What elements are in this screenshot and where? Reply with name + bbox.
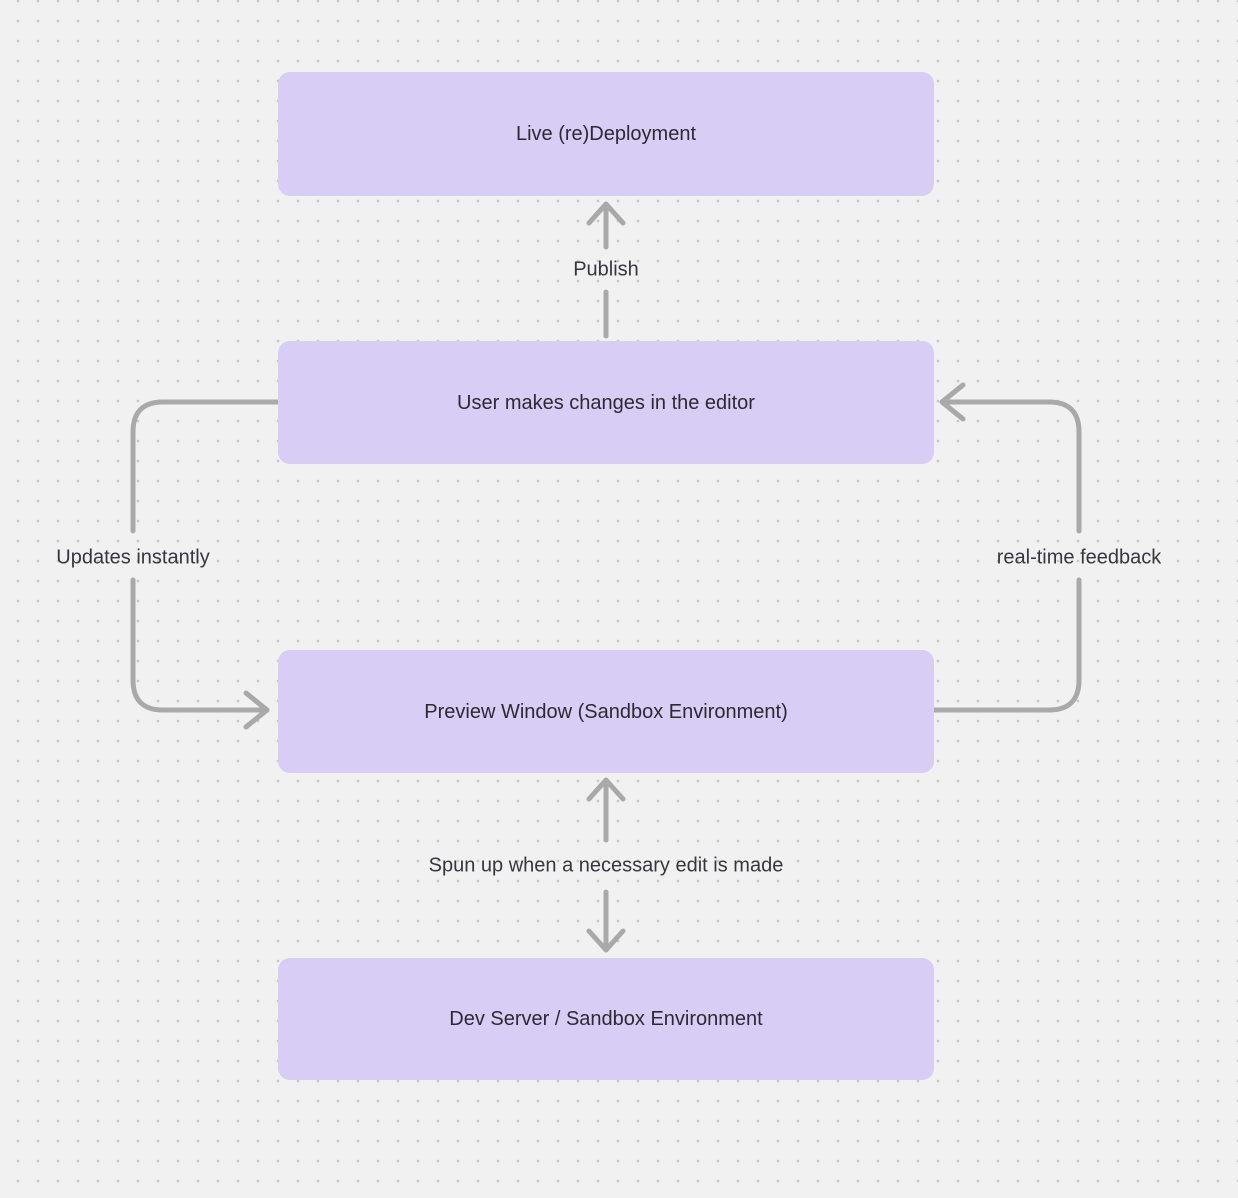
real-time-feedback-upper-segment	[945, 399, 1082, 534]
edge-label-spun-up: Spun up when a necessary edit is made	[428, 854, 784, 877]
real-time-feedback-lower-segment	[931, 577, 1082, 713]
node-label: Live (re)Deployment	[515, 123, 697, 145]
spun-up-arrowhead-up	[586, 777, 626, 802]
node-preview-window: Preview Window (Sandbox Environment)	[278, 650, 934, 773]
updates-instantly-lower-segment	[130, 577, 266, 713]
spun-up-arrowhead-down	[586, 928, 626, 953]
node-dev-server: Dev Server / Sandbox Environment	[278, 958, 934, 1080]
edge-label-real-time-feedback: real-time feedback	[996, 546, 1162, 569]
updates-instantly-arrowhead-right	[243, 690, 270, 730]
updates-instantly-upper-segment	[130, 399, 281, 534]
publish-arrowhead-up	[586, 201, 626, 226]
node-label: Dev Server / Sandbox Environment	[449, 1008, 763, 1030]
edge-label-publish: Publish	[573, 258, 639, 281]
edge-label-updates-instantly: Updates instantly	[56, 546, 210, 569]
node-label: User makes changes in the editor	[457, 391, 755, 414]
node-user-editor: User makes changes in the editor	[278, 341, 934, 464]
node-label: Preview Window (Sandbox Environment)	[424, 700, 788, 723]
node-live-deployment: Live (re)Deployment	[278, 72, 934, 196]
real-time-feedback-arrowhead-left	[939, 382, 966, 422]
